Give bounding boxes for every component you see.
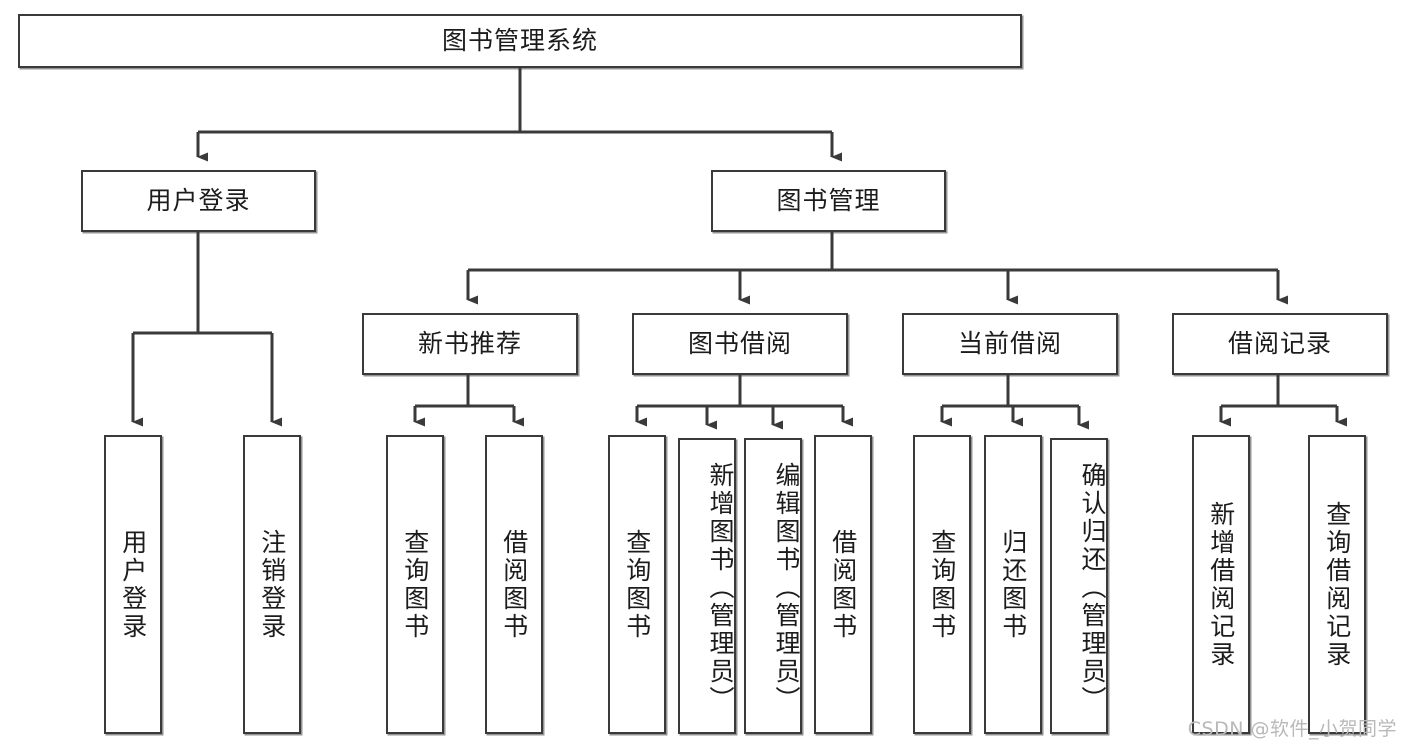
node-book-borrow[interactable]: 图书借阅	[632, 313, 848, 375]
leaf-add-book-admin[interactable]: 新增图书（管理员）	[678, 438, 736, 734]
leaf-return-book[interactable]: 归还图书	[984, 435, 1042, 734]
leaf-add-borrow-record[interactable]: 新增借阅记录	[1192, 435, 1250, 734]
leaf-borrow-book-newbook[interactable]: 借阅图书	[485, 435, 543, 734]
leaf-logout[interactable]: 注销登录	[243, 435, 301, 734]
leaf-query-book-newbook[interactable]: 查询图书	[386, 435, 444, 734]
edge-current-to-leaves	[940, 375, 1089, 430]
leaf-borrow-book-borrow[interactable]: 借阅图书	[814, 435, 872, 734]
node-book-management[interactable]: 图书管理	[711, 170, 946, 232]
leaf-confirm-return-admin[interactable]: 确认归还（管理员）	[1050, 438, 1108, 734]
leaf-edit-book-admin[interactable]: 编辑图书（管理员）	[744, 438, 802, 734]
node-current-borrow[interactable]: 当前借阅	[902, 313, 1118, 375]
node-borrow-record[interactable]: 借阅记录	[1172, 313, 1388, 375]
edge-bookmanage-to-level3	[466, 232, 1288, 305]
edge-borrow-to-leaves	[635, 375, 853, 430]
edge-newbook-to-leaves	[413, 375, 524, 427]
leaf-query-book-current[interactable]: 查询图书	[913, 435, 971, 734]
edge-root-to-level2	[196, 68, 842, 162]
leaf-query-borrow-record[interactable]: 查询借阅记录	[1308, 435, 1366, 734]
node-user-login[interactable]: 用户登录	[81, 170, 316, 232]
leaf-query-book-borrow[interactable]: 查询图书	[608, 435, 666, 734]
edge-record-to-leaves	[1219, 375, 1347, 427]
leaf-user-login[interactable]: 用户登录	[104, 435, 162, 734]
node-root-system[interactable]: 图书管理系统	[18, 14, 1022, 68]
node-new-book-recommend[interactable]: 新书推荐	[362, 313, 578, 375]
edge-login-to-leaves	[131, 232, 282, 427]
